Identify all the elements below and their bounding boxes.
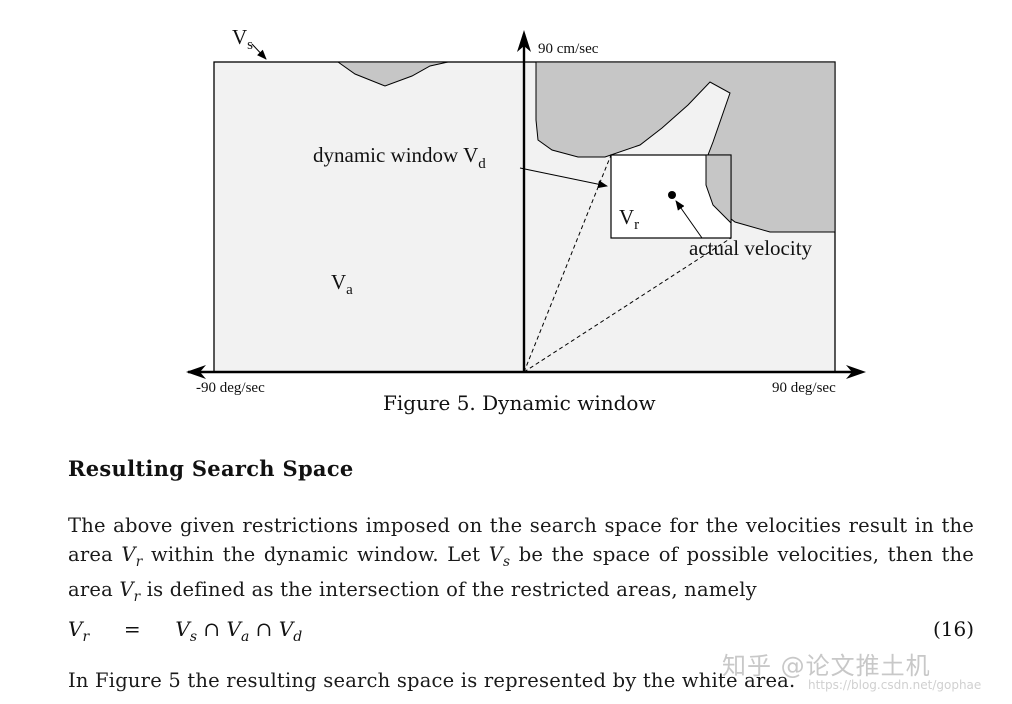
dashed-line-upper <box>523 154 612 373</box>
dashed-line-lower <box>523 237 732 373</box>
equation-lhs: Vr <box>68 617 90 645</box>
equation-16: Vr = Vs ∩ Va ∩ Vd (16) <box>68 617 974 645</box>
dynamic-window-label: dynamic window Vd <box>313 143 486 172</box>
paragraph-2: In Figure 5 the resulting search space i… <box>68 669 796 692</box>
equation-equals: = <box>123 617 141 641</box>
para1-line-1: The above given restrictions imposed on … <box>68 514 974 537</box>
y-axis-label: 90 cm/sec <box>538 41 599 57</box>
dynamic-window-figure: Vs 90 cm/sec dynamic window Vd Vr actual… <box>186 25 866 415</box>
top-left-gray-region <box>336 61 449 87</box>
section-heading: Resulting Search Space <box>68 456 354 481</box>
window-overlap-gray <box>705 154 732 225</box>
para1-line-2: area Vr within the dynamic window. Let V… <box>68 542 974 570</box>
y-axis-arrow <box>517 30 531 52</box>
paragraph-1: The above given restrictions imposed on … <box>68 512 974 611</box>
watermark-url: https://blog.csdn.net/gophae <box>808 678 982 692</box>
equation-number: (16) <box>932 617 974 641</box>
equation-rhs: Vs ∩ Va ∩ Vd <box>175 617 303 645</box>
va-label: Va <box>331 270 353 298</box>
figure-caption: Figure 5. Dynamic window <box>383 391 656 415</box>
vr-label: Vr <box>619 205 639 233</box>
para1-line-3: area Vr is defined as the intersection o… <box>68 577 757 605</box>
x-axis-right-arrow <box>846 365 866 379</box>
actual-velocity-label: actual velocity <box>689 236 813 260</box>
dynamic-window-pointer-arrow <box>519 167 608 189</box>
vs-pointer-arrow <box>251 43 267 60</box>
x-axis-left-arrow <box>186 365 206 379</box>
top-right-gray-region <box>535 61 836 233</box>
x-right-label: 90 deg/sec <box>772 380 836 396</box>
x-left-label: -90 deg/sec <box>196 380 265 396</box>
actual-velocity-pointer-arrow <box>675 200 703 239</box>
watermark-text: 知乎 @论文推土机 <box>722 652 931 680</box>
actual-velocity-point <box>668 191 676 199</box>
vs-label: Vs <box>232 25 253 53</box>
